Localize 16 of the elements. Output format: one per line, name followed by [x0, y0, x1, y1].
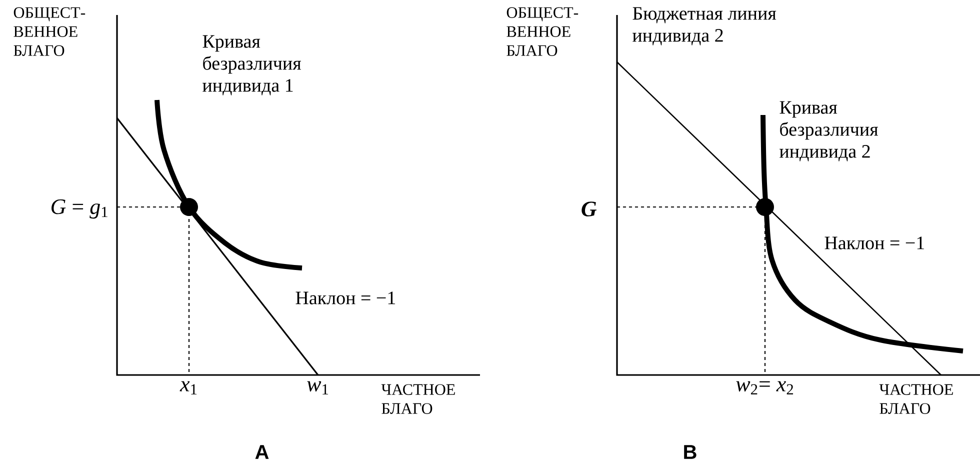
- panel-letter: А: [255, 445, 269, 459]
- curve-label: Кривая безразличия индивида 2: [780, 101, 878, 162]
- value-label: G: [582, 202, 597, 216]
- axis-label: ЧАСТНОЕ БЛАГО: [879, 384, 953, 414]
- slope-label: Наклон = −1: [824, 236, 924, 250]
- value-label: w$_{2}$= x$_{2}$: [736, 381, 794, 394]
- curve-label: Бюджетная линия индивида 2: [632, 7, 776, 46]
- value-label: w$_{1}$: [307, 381, 328, 394]
- axis-label: ЧАСТНОЕ БЛАГО: [381, 384, 455, 414]
- axis-label: ОБЩЕСТ-ВЕННОЕ БЛАГО: [506, 7, 578, 56]
- value-label: G = g$_{1}$: [52, 199, 108, 219]
- slope-label: Наклон = −1: [296, 292, 396, 304]
- panel-letter: В: [684, 445, 696, 459]
- value-label: x$_{1}$: [180, 381, 197, 394]
- axis-label: ОБЩЕСТ-ВЕННОЕ БЛАГО: [14, 7, 86, 56]
- curve-label: Кривая безразличия индивида 1: [202, 35, 301, 96]
